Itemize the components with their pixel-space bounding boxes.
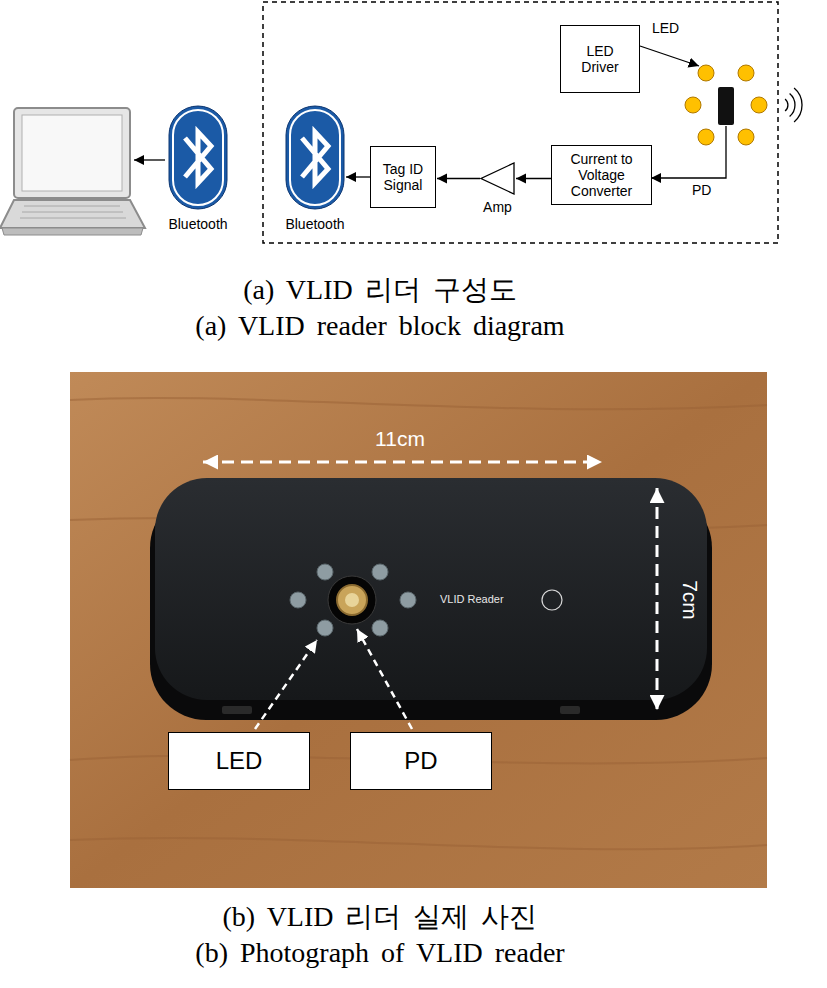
dimension-label: 11cm (350, 427, 450, 451)
amplifier-outline (481, 163, 514, 194)
laptop-display (22, 115, 122, 191)
callout-text: PD (404, 747, 437, 775)
bluetooth-ring (290, 110, 340, 205)
bluetooth-icon: Bluetooth (285, 105, 345, 210)
process-box: LED Driver (560, 25, 640, 93)
device-led (290, 592, 306, 608)
node-text: Bluetooth (168, 216, 227, 232)
callout-box: PD (350, 732, 492, 790)
laptop-edge (2, 228, 143, 235)
pd-lens-core (345, 593, 359, 607)
signal-arrow (437, 178, 480, 179)
signal-label: PD (692, 182, 711, 198)
laptop-icon (0, 108, 145, 235)
node-text: Tag ID Signal (377, 161, 429, 193)
radio-waves (785, 88, 802, 122)
device-led (317, 564, 333, 580)
node-text: Amp (483, 199, 512, 215)
amplifier-symbol: Amp (480, 162, 515, 195)
wave-arc (790, 94, 795, 117)
device-port (560, 706, 580, 714)
device-led (372, 564, 388, 580)
bluetooth-shape (168, 105, 228, 210)
led-leader (255, 640, 317, 729)
device-port (222, 706, 252, 714)
wood-background (70, 372, 767, 888)
signal-label: LED (652, 20, 679, 36)
laptop-keys (20, 206, 126, 218)
signal-arrow (346, 176, 370, 177)
logo-mark (542, 590, 562, 610)
width-dimension (203, 461, 602, 464)
photodiode (718, 87, 734, 125)
process-box: Tag ID Signal (370, 146, 436, 208)
pd-lens (337, 585, 367, 615)
led-dot (738, 129, 754, 145)
dimension-label: 7cm (678, 565, 702, 635)
pd-signal-wire (651, 126, 726, 178)
figure-caption: (a) VLID reader block diagram (60, 310, 700, 342)
wave-arc (785, 99, 788, 111)
wood-grain (70, 398, 767, 849)
led-dot (698, 65, 714, 81)
pd-window (328, 576, 376, 624)
callout-box: LED (168, 732, 310, 790)
node-text: Bluetooth (285, 216, 344, 232)
laptop-base (0, 200, 145, 228)
bluetooth-shape (285, 105, 345, 210)
led-dot (698, 129, 714, 145)
node-text: Current to Voltage Converter (558, 151, 645, 199)
figure-caption: (b) Photograph of VLID reader (60, 937, 700, 969)
led-dot (738, 65, 754, 81)
bluetooth-body (286, 106, 344, 209)
device-led (400, 592, 416, 608)
amplifier-triangle (480, 162, 515, 195)
pd-leader (357, 629, 412, 729)
process-box: Current to Voltage Converter (551, 145, 652, 205)
reader-enclosure (263, 2, 778, 243)
bluetooth-ring (173, 110, 223, 205)
bluetooth-rune (302, 132, 328, 183)
symbol-caption: Bluetooth (285, 216, 344, 232)
device-led (372, 620, 388, 636)
wave-arc (794, 88, 802, 122)
node-text: LED Driver (567, 43, 633, 75)
arrow-to-laptop (134, 159, 165, 160)
figure-caption: (a) VLID 리더 구성도 (60, 271, 700, 309)
led-dot (751, 97, 767, 113)
led-drive-arrow (640, 46, 699, 66)
symbol-caption: Bluetooth (168, 216, 227, 232)
reader-photo (70, 372, 767, 888)
bluetooth-icon: Bluetooth (168, 105, 228, 210)
height-dimension (656, 488, 659, 710)
symbol-caption: Amp (483, 199, 512, 215)
led-dot (685, 97, 701, 113)
bluetooth-rune (185, 132, 211, 183)
device-led (317, 620, 333, 636)
device-top (155, 478, 707, 700)
figure-caption: (b) VLID 리더 실제 사진 (60, 898, 700, 936)
device-print: VLID Reader (440, 593, 504, 605)
bluetooth-body (169, 106, 227, 209)
callout-text: LED (216, 747, 263, 775)
signal-arrow (516, 178, 551, 179)
laptop-screen (14, 108, 130, 198)
